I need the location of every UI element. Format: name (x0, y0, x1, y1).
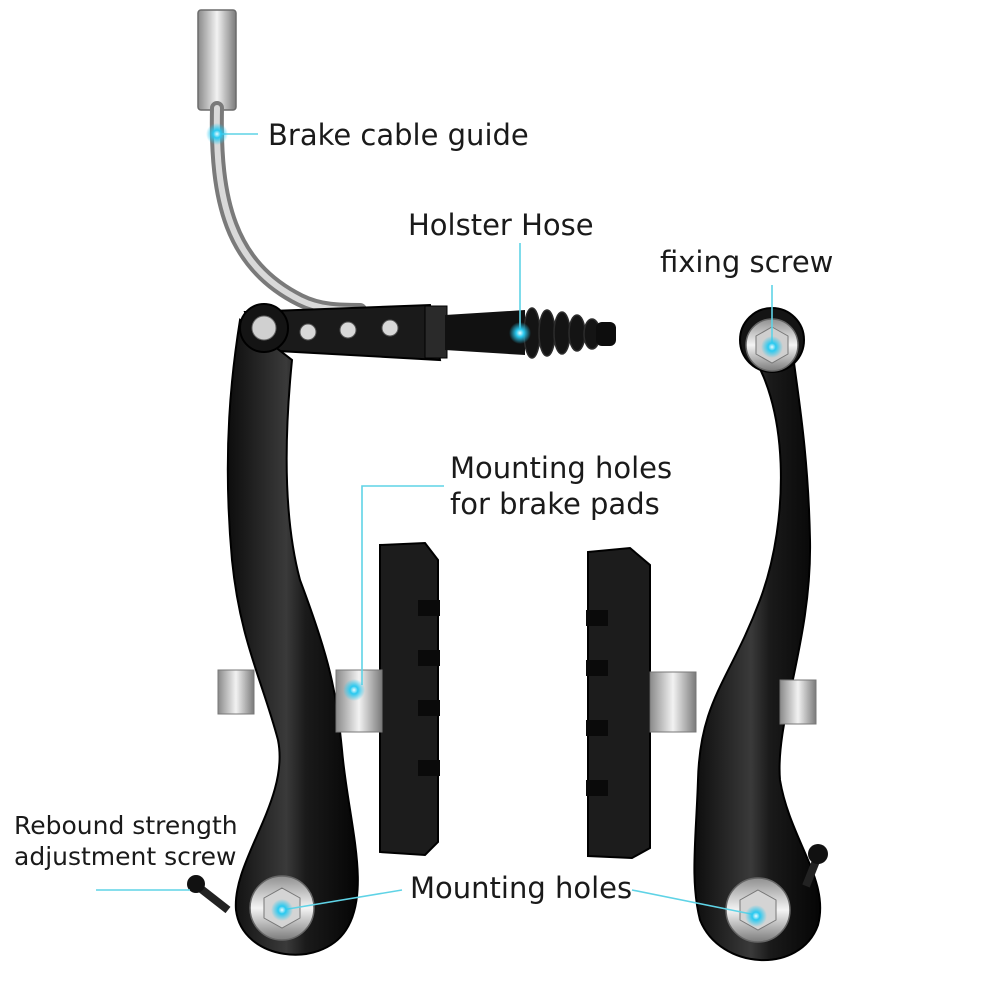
label-mounting-holes: Mounting holes (410, 871, 633, 905)
label-brake-cable-guide: Brake cable guide (268, 118, 529, 152)
left-rebound-screw (187, 875, 231, 914)
label-holster-hose: Holster Hose (408, 208, 594, 242)
callout-dots (206, 123, 783, 927)
cable-guide-noodle (197, 9, 367, 317)
label-pad-holes-line1: Mounting holes (450, 451, 673, 485)
label-rebound-line1: Rebound strength (14, 811, 238, 840)
callout-dot-pad-holes (343, 679, 365, 701)
holster-hose (445, 307, 616, 359)
label-rebound-strength-screw: Rebound strength adjustment screw (14, 810, 238, 872)
callout-dot-cable-guide (206, 123, 228, 145)
callout-line-pad-holes (361, 485, 444, 685)
callout-line-mount-right (631, 889, 757, 916)
right-rebound-screw (802, 844, 828, 888)
right-brake-arm (693, 307, 822, 961)
label-mounting-holes-for-brake-pads: Mounting holes for brake pads (450, 450, 672, 522)
callout-dot-fixing-screw (761, 336, 783, 358)
callout-dot-mount-right (745, 905, 767, 927)
callout-dot-holster-hose (509, 322, 531, 344)
callout-line-mount-left (281, 889, 403, 911)
left-brake-arm (226, 303, 359, 956)
label-fixing-screw: fixing screw (660, 245, 834, 279)
callout-dot-mount-left (271, 899, 293, 921)
left-brake-pad (217, 541, 440, 857)
label-rebound-line2: adjustment screw (14, 842, 237, 871)
right-brake-pad (586, 546, 817, 860)
label-pad-holes-line2: for brake pads (450, 487, 660, 521)
cable-clamp-bar (243, 303, 448, 362)
